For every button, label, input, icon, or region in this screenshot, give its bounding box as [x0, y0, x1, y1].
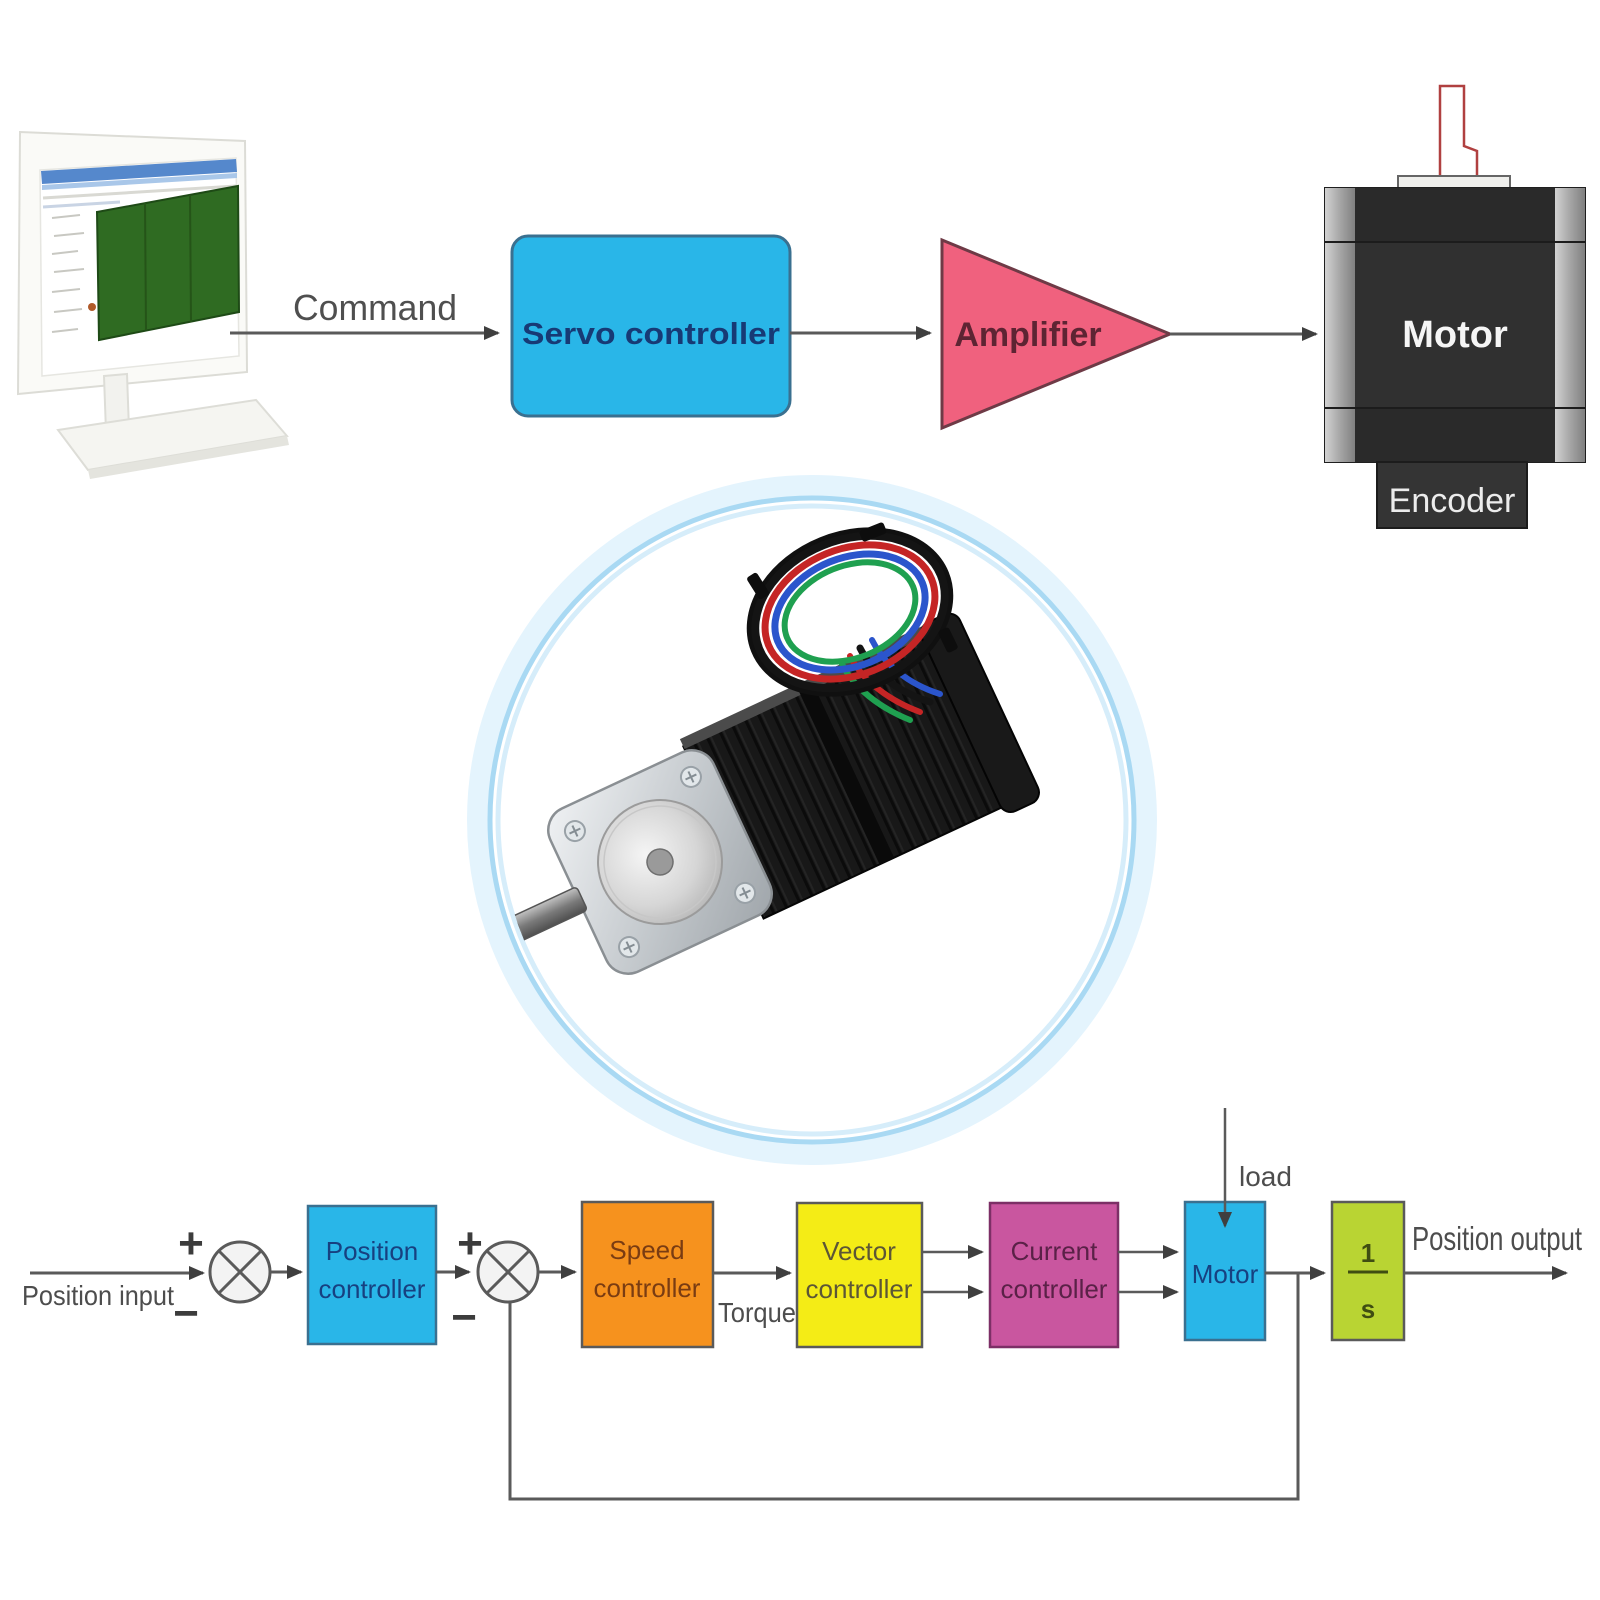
stepper-rear-cap — [919, 612, 1040, 813]
wire-loop-green — [781, 559, 919, 665]
vector-controller-box — [795, 1201, 924, 1349]
stepper-motor-photo — [467, 475, 1157, 1165]
position-controller-block: Position controller — [306, 1204, 438, 1346]
screen-toolbar-line2 — [42, 200, 121, 209]
motor-corner-bar-left — [1325, 188, 1355, 462]
screen-titlebar — [41, 159, 237, 184]
position-controller-box — [306, 1204, 438, 1346]
amplifier-triangle — [940, 237, 1174, 431]
integrator-numerator: 1 — [1361, 1238, 1375, 1268]
stepper-mid-band — [799, 685, 895, 865]
integrator-denominator: s — [1361, 1294, 1375, 1324]
vector-controller-block: Vector controller — [795, 1201, 924, 1349]
motor-box — [1183, 1200, 1267, 1342]
motor-label: Motor — [1402, 314, 1508, 356]
encoder-box — [1376, 461, 1528, 529]
load-label: load — [1239, 1161, 1292, 1192]
bottom-flow-diagram: Position input + − Position controller +… — [22, 1108, 1582, 1501]
plot-grid-line-2 — [189, 194, 192, 323]
current-controller-box — [988, 1201, 1120, 1349]
torque-label: Torque — [718, 1297, 796, 1328]
speed-controller-box — [580, 1200, 715, 1349]
speed-controller-line1: Speed — [609, 1235, 684, 1265]
motor-encoder-illustration: Motor Encoder — [1324, 84, 1586, 529]
top-flow-diagram: Command Servo controller Amplifier Motor… — [16, 84, 1586, 529]
amplifier-label: Amplifier — [954, 316, 1101, 354]
wire-loop-blue — [771, 550, 929, 674]
vector-controller-line2: controller — [806, 1274, 913, 1304]
position-output-label: Position output — [1412, 1220, 1582, 1257]
position-controller-line1: Position — [326, 1236, 419, 1266]
screen-plot-area — [95, 184, 241, 342]
sum-junction-1-minus: − — [173, 1289, 199, 1338]
current-controller-line2: controller — [1001, 1274, 1108, 1304]
speed-controller-line2: controller — [594, 1273, 701, 1303]
flange-boss-ring — [603, 805, 717, 919]
sum-junction-2-diag-b — [485, 1249, 531, 1295]
sum-junction-2: + − — [451, 1219, 540, 1342]
sum-junction-2-minus: − — [451, 1293, 477, 1342]
current-controller-line1: Current — [1011, 1236, 1098, 1266]
wire-tie-top — [859, 522, 887, 542]
computer-illustration — [16, 130, 289, 479]
vector-controller-line1: Vector — [822, 1236, 896, 1266]
current-controller-block: Current controller — [988, 1201, 1120, 1349]
servo-controller-label: Servo controller — [522, 316, 780, 351]
wire-loop-red — [761, 541, 939, 683]
monitor-base-edge — [88, 436, 289, 479]
wire-tail-red — [847, 653, 923, 715]
motor-shaft-top — [1438, 84, 1479, 180]
wire-tie-right — [938, 627, 958, 653]
position-controller-line2: controller — [319, 1274, 426, 1304]
motor-top-band — [1355, 188, 1555, 242]
sum-junction-1-diag-b — [217, 1249, 263, 1295]
motor-mount-plate — [1397, 175, 1511, 189]
command-label: Command — [293, 287, 457, 328]
wire-loop-black-outer — [746, 527, 954, 697]
sum-junction-2-plus: + — [457, 1219, 483, 1268]
screen-cursor-dot — [88, 303, 96, 311]
encoder-label: Encoder — [1389, 482, 1516, 520]
speed-controller-block: Speed controller — [580, 1200, 715, 1349]
screen-toolbar-line — [42, 184, 237, 200]
wire-loop-black — [751, 531, 949, 693]
flange-screws — [563, 765, 757, 959]
plot-grid-line-1 — [144, 202, 147, 331]
sum-junction-1: + − — [173, 1219, 272, 1338]
feedback-line — [508, 1273, 1300, 1501]
wire-tie-left — [747, 572, 769, 600]
motor-block: Motor — [1183, 1200, 1267, 1342]
motor-bottom-band — [1355, 408, 1555, 462]
photo-glow-outer — [467, 475, 1157, 1165]
photo-glow-inner — [495, 503, 1129, 1137]
position-input-label: Position input — [22, 1280, 174, 1311]
screen-titlebar-accent — [42, 173, 237, 190]
integrator-block: 1 s — [1330, 1200, 1406, 1342]
motor-wires — [746, 522, 958, 723]
shaft-hub — [646, 848, 674, 876]
sum-junction-1-plus: + — [178, 1219, 204, 1268]
motor-corner-bar-right — [1555, 188, 1585, 462]
servo-controller-box — [510, 234, 792, 418]
motor-box-label: Motor — [1192, 1259, 1259, 1289]
screen-sidebar-items — [51, 214, 85, 333]
